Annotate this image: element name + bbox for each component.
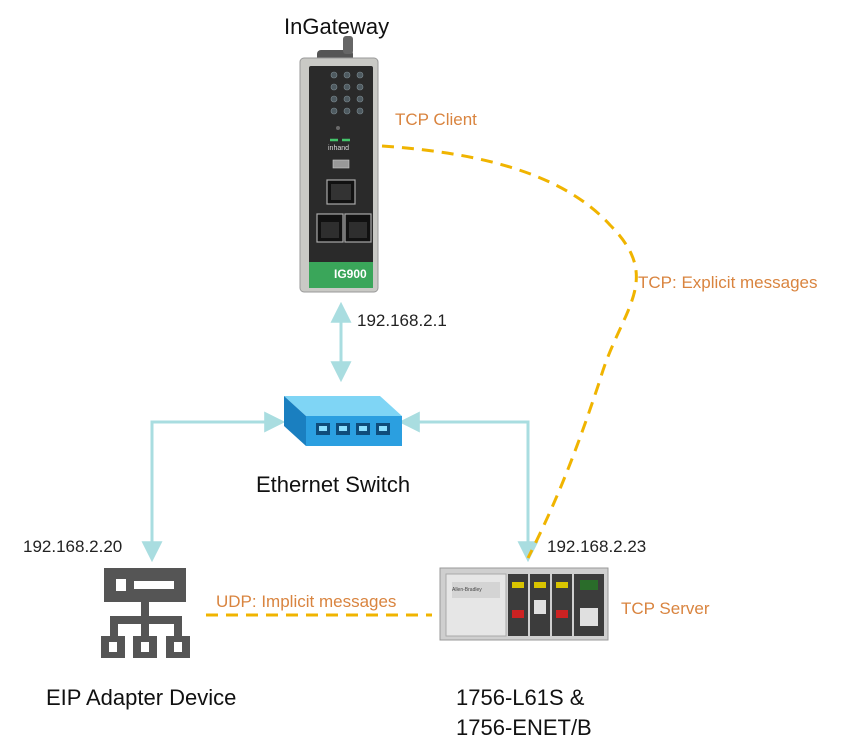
gateway-device xyxy=(299,36,379,293)
link-tcp-explicit xyxy=(381,144,638,559)
network-hierarchy-icon xyxy=(101,568,190,658)
gateway-ip: 192.168.2.1 xyxy=(357,311,447,330)
gateway-title: InGateway xyxy=(284,14,390,39)
plc-brand: Allen-Bradley xyxy=(452,587,482,593)
tcp-server-label: TCP Server xyxy=(621,599,710,618)
switch-label: Ethernet Switch xyxy=(256,472,411,497)
explicit-messages-label: TCP: Explicit messages xyxy=(638,273,818,292)
ethernet-switch-icon xyxy=(284,396,402,446)
plc-label-line1: 1756-L61S & xyxy=(456,685,585,710)
gateway-brand: inhand xyxy=(328,145,350,152)
plc-label-line2: 1756-ENET/B xyxy=(456,715,592,740)
implicit-messages-label: UDP: Implicit messages xyxy=(216,592,397,611)
tcp-client-label: TCP Client xyxy=(395,110,477,129)
link-switch-plc xyxy=(398,411,539,563)
plc-rack xyxy=(439,567,609,641)
eip-label: EIP Adapter Device xyxy=(46,685,237,710)
link-switch-eip xyxy=(141,411,286,563)
gateway-model: IG900 xyxy=(334,267,367,281)
eip-ip: 192.168.2.20 xyxy=(23,537,123,556)
plc-ip: 192.168.2.23 xyxy=(547,537,647,556)
